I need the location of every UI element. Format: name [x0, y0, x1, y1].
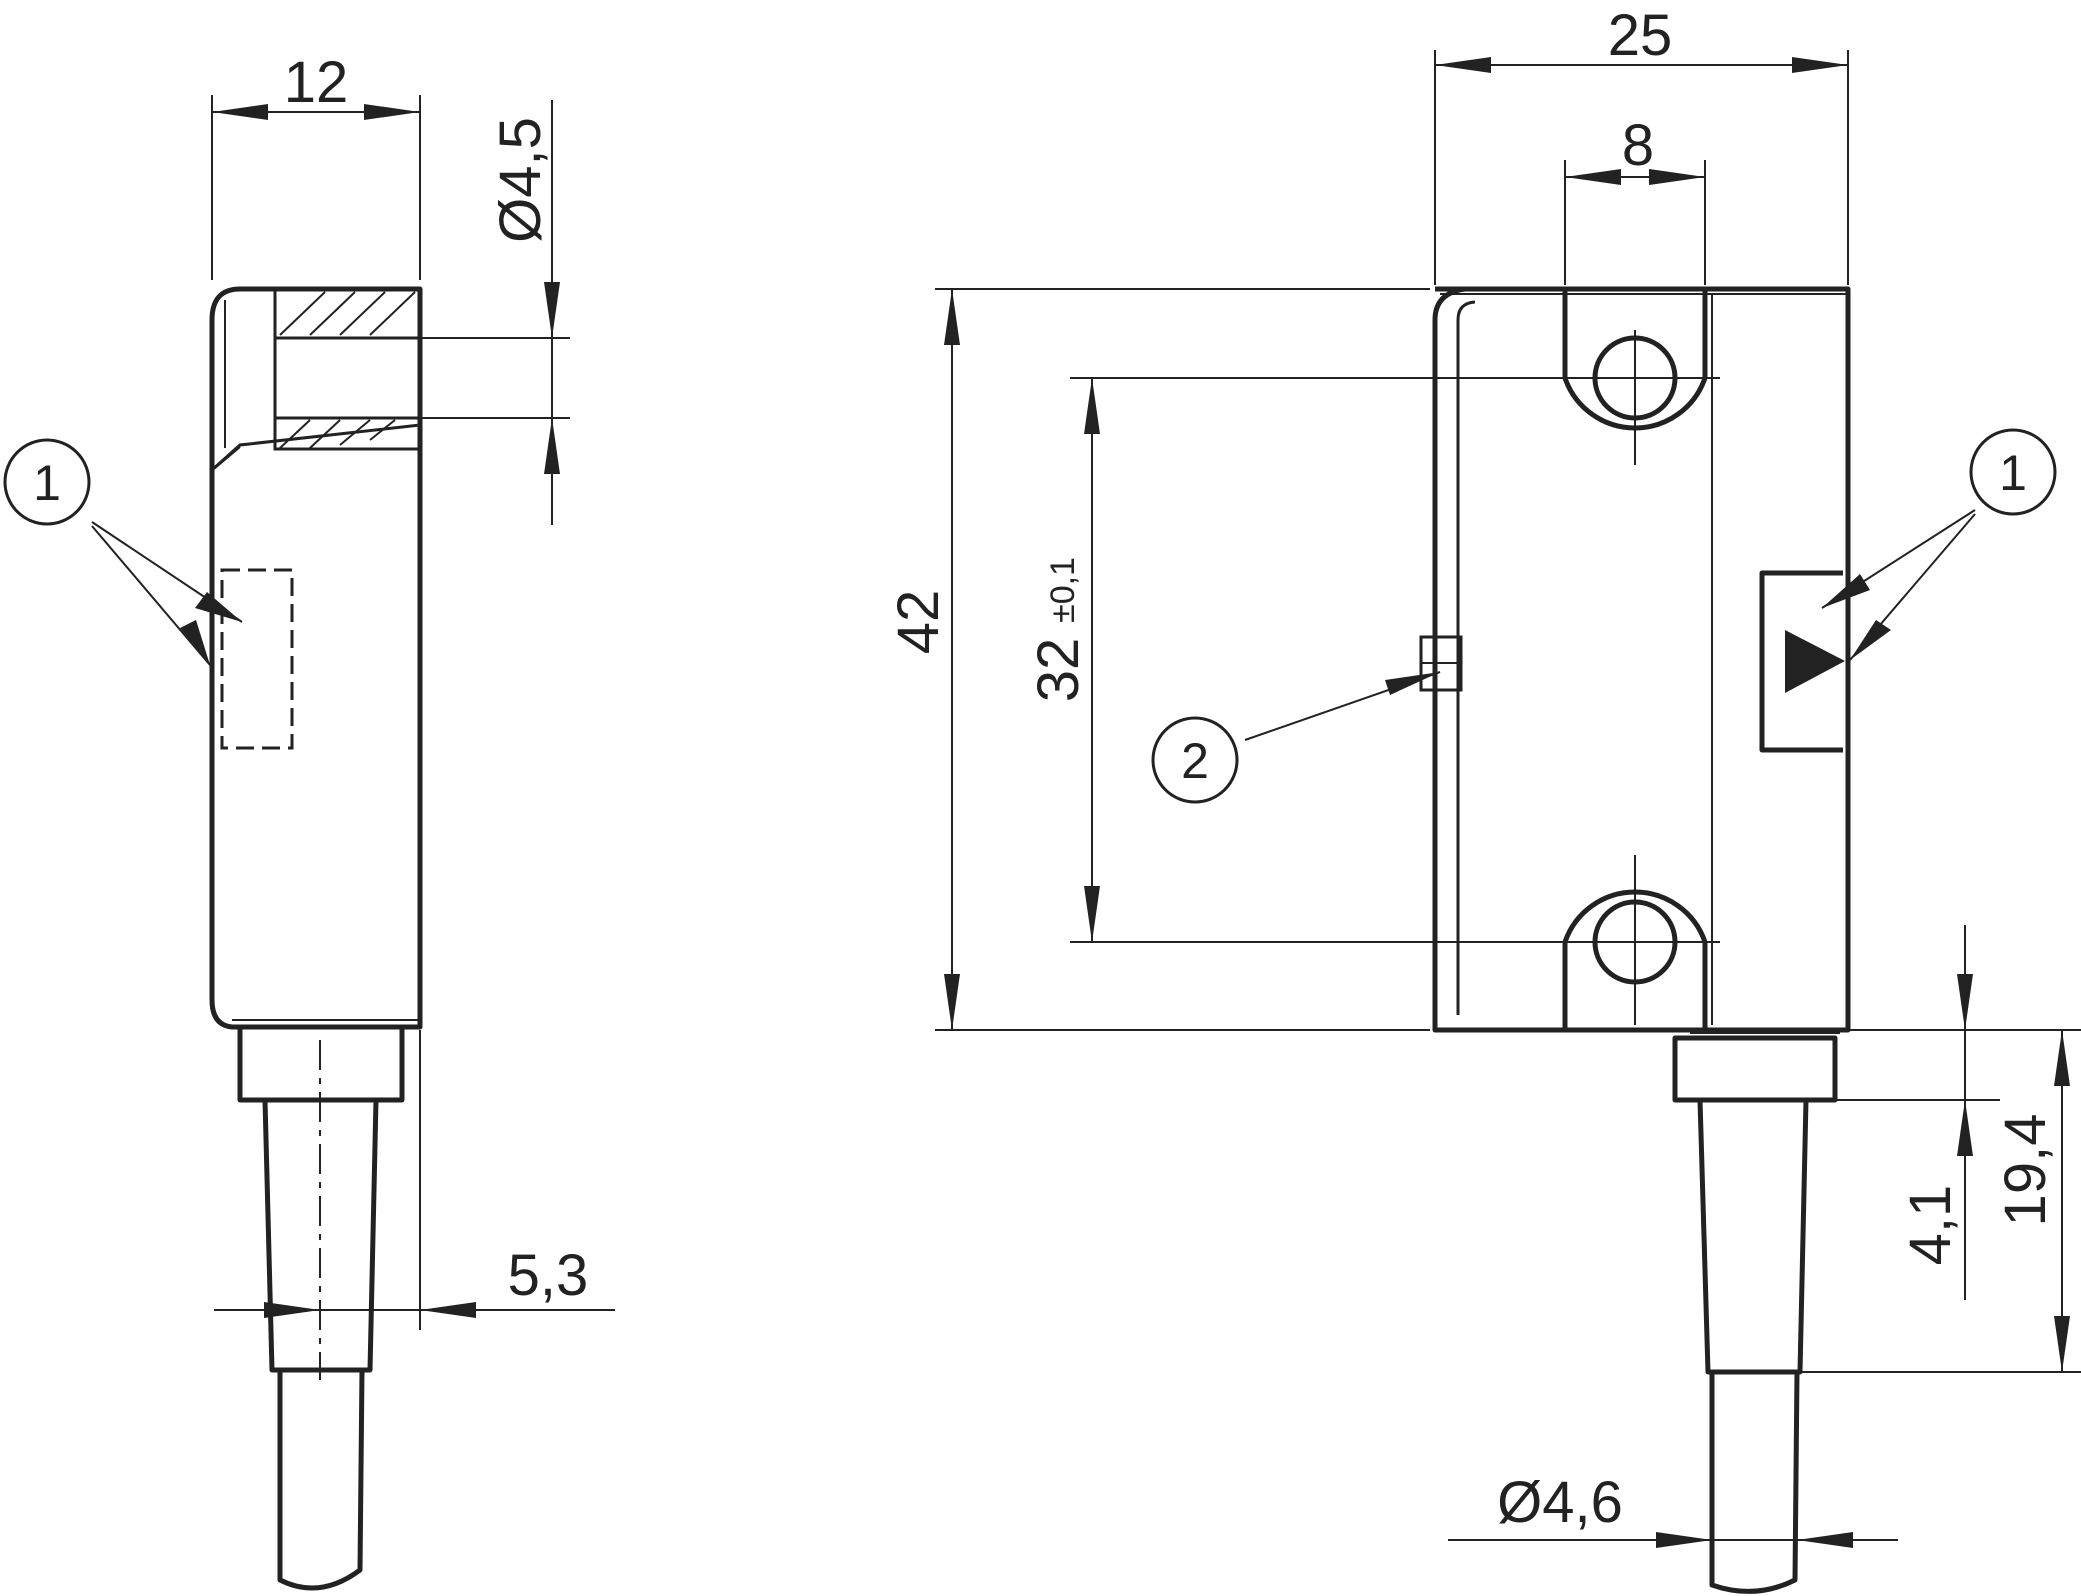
dim-side-cable-offset: 5,3	[508, 1243, 589, 1308]
dim-front-hole-tolerance: ±0,1	[1044, 557, 1082, 623]
side-hatching	[214, 291, 416, 469]
front-dimensions: 25 8 42 32 ±0,1 4,1	[886, 3, 2081, 1548]
side-view	[209, 286, 423, 1591]
side-bore-section	[273, 287, 422, 451]
dim-side-width: 12	[284, 50, 349, 115]
dim-side-bore: Ø4,5	[488, 117, 553, 243]
dim-front-height: 42	[886, 590, 951, 655]
dim-front-hole-spacing: 32	[1026, 638, 1091, 703]
dim-front-slot: 8	[1622, 113, 1654, 178]
callout-side-1-label: 1	[33, 455, 61, 511]
dim-front-width: 25	[1608, 3, 1673, 68]
dim-cable-nut-height: 4,1	[1898, 1185, 1963, 1266]
front-body-outline	[1432, 286, 1851, 1033]
callout-front-1: 1	[1821, 428, 2057, 661]
sensing-triangle	[1785, 630, 1845, 693]
side-dimensions: 12 Ø4,5 5,3	[211, 50, 615, 1330]
callout-front-1-label: 1	[1999, 445, 2027, 501]
side-sensing-area	[220, 568, 294, 750]
front-sensing-symbol	[1759, 570, 1843, 753]
dim-cable-diameter: Ø4,6	[1497, 1470, 1623, 1535]
callout-front-2: 2	[1151, 671, 1441, 804]
callout-side-1: 1	[3, 438, 243, 666]
front-cable	[1709, 1371, 1800, 1594]
front-cable-boot	[1697, 1099, 1809, 1375]
front-inner-edge	[1456, 300, 1476, 1015]
side-cable	[277, 1369, 365, 1591]
front-cable-nut	[1672, 1035, 1838, 1103]
side-body-outline	[209, 286, 423, 1030]
callout-front-2-label: 2	[1181, 733, 1209, 789]
dim-cable-length: 19,4	[1993, 1114, 2058, 1227]
front-view	[1419, 286, 1851, 1594]
